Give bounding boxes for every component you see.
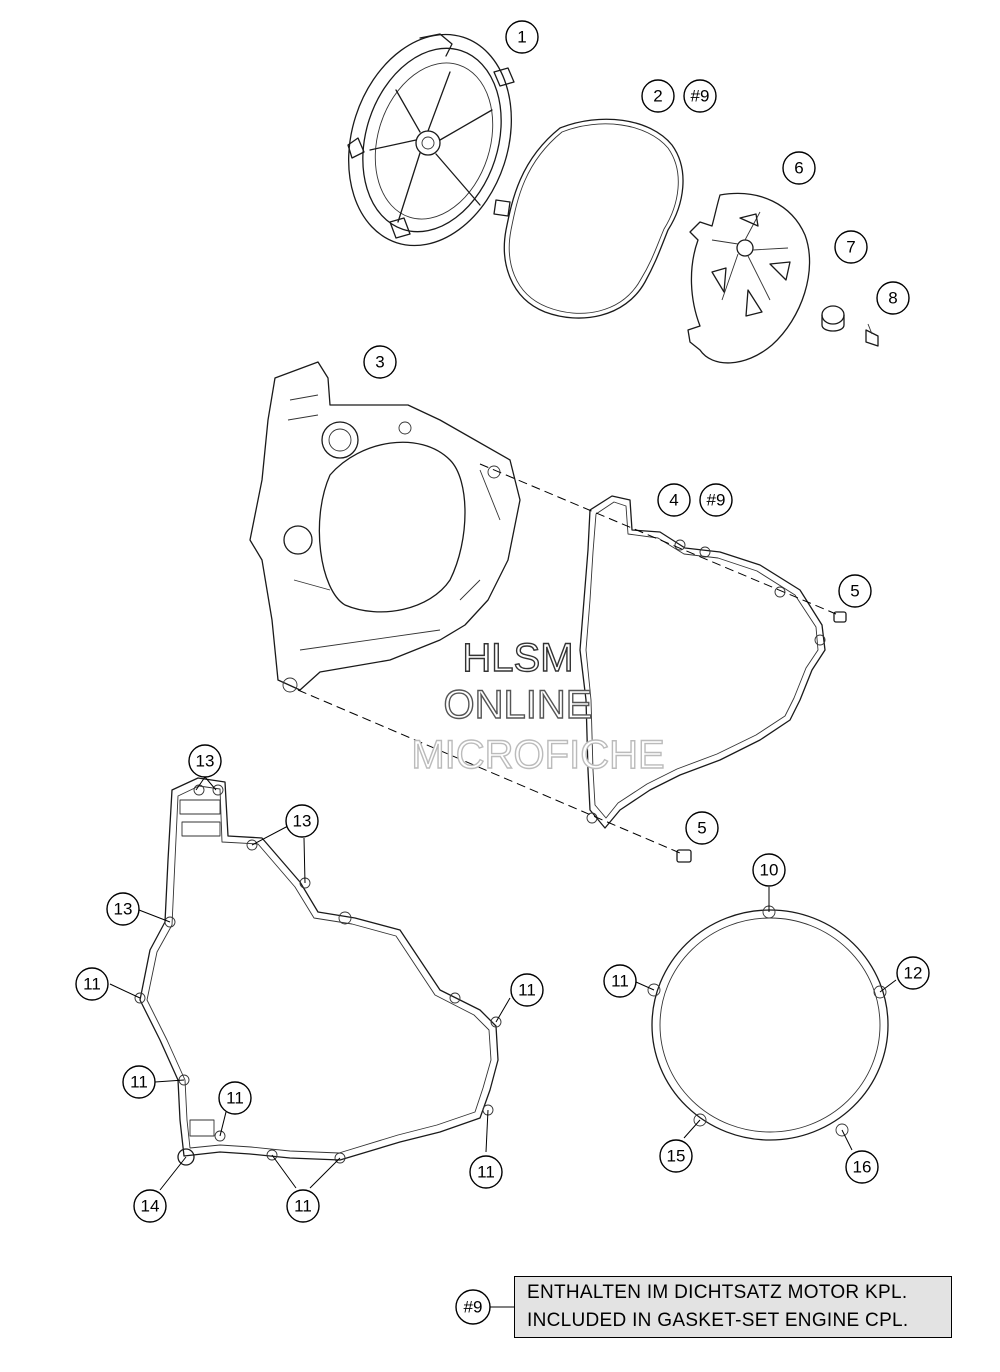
callout-13-left[interactable]: 13	[106, 892, 140, 926]
part-7-cap	[821, 305, 845, 332]
callout-11-bottom[interactable]: 11	[286, 1189, 320, 1223]
watermark-line-1: HLSM	[462, 636, 573, 680]
large-gasket-outline	[134, 777, 502, 1166]
callout-13-mid[interactable]: 13	[285, 804, 319, 838]
callout-11-right-lower[interactable]: 11	[469, 1155, 503, 1189]
callout-12[interactable]: 12	[896, 956, 930, 990]
callout-11-right-upper-label: 11	[518, 981, 536, 1000]
callout-16-label: 16	[853, 1158, 872, 1177]
callout-5-lower-label: 5	[697, 819, 706, 838]
callout-11-inner-label: 11	[226, 1089, 244, 1108]
alignment-line-upper	[479, 463, 837, 615]
legend-line-german: ENTHALTEN IM DICHTSATZ MOTOR KPL.	[527, 1282, 908, 1303]
callout-6-label: 6	[794, 159, 803, 178]
watermark: HLSM ONLINE MICROFICHE	[411, 635, 666, 777]
part-4-gasket	[579, 495, 826, 829]
callout-11-ring[interactable]: 11	[603, 964, 637, 998]
legend-ref-callout[interactable]: #9	[455, 1289, 491, 1325]
part-2-o-ring	[503, 118, 684, 319]
callout-14[interactable]: 14	[133, 1189, 167, 1223]
callout-11-inner[interactable]: 11	[218, 1081, 252, 1115]
callout-11-left-lower[interactable]: 11	[122, 1065, 156, 1099]
callout-4[interactable]: 4	[657, 483, 691, 517]
callout-1[interactable]: 1	[505, 20, 539, 54]
callout-11-left-lower-label: 11	[130, 1073, 148, 1092]
ring-gasket-outline	[647, 905, 889, 1141]
legend-line-english: INCLUDED IN GASKET-SET ENGINE CPL.	[527, 1310, 909, 1331]
callout-16[interactable]: 16	[845, 1150, 879, 1184]
callout-11-right-upper[interactable]: 11	[510, 973, 544, 1007]
callout-11-right-lower-label: 11	[477, 1163, 495, 1182]
part-1-outer-clutch-cover	[347, 33, 515, 247]
callout-3-label: 3	[375, 353, 384, 372]
callout-7-label: 7	[846, 238, 855, 257]
callout-13-top[interactable]: 13	[188, 744, 222, 778]
callout-2-label: 2	[653, 87, 662, 106]
callout-4-label: 4	[669, 491, 678, 510]
callout-4-ref[interactable]: #9	[699, 483, 733, 517]
callout-10-label: 10	[760, 861, 779, 880]
part-8-screw	[865, 323, 879, 347]
callout-13-left-label: 13	[114, 900, 133, 919]
callout-8-label: 8	[888, 289, 897, 308]
callout-10[interactable]: 10	[752, 853, 786, 887]
legend-ref-label: #9	[464, 1298, 483, 1317]
callout-2-ref[interactable]: #9	[683, 79, 717, 113]
callout-6[interactable]: 6	[782, 151, 816, 185]
callout-14-label: 14	[141, 1197, 160, 1216]
callout-5-lower[interactable]: 5	[685, 811, 719, 845]
part-5-dowel-lower	[676, 849, 692, 863]
callout-1-label: 1	[517, 28, 526, 47]
callout-13-mid-label: 13	[293, 812, 312, 831]
part-5-dowel-upper	[833, 611, 847, 623]
callout-11-bottom-label: 11	[294, 1197, 312, 1216]
legend-box: ENTHALTEN IM DICHTSATZ MOTOR KPL. INCLUD…	[514, 1276, 952, 1338]
callout-4-ref-label: #9	[707, 491, 726, 510]
callout-2-ref-label: #9	[691, 87, 710, 106]
callout-7[interactable]: 7	[834, 230, 868, 264]
callout-8[interactable]: 8	[876, 281, 910, 315]
callout-15[interactable]: 15	[659, 1139, 693, 1173]
callout-2[interactable]: 2	[641, 79, 675, 113]
callout-15-label: 15	[667, 1147, 686, 1166]
callout-11-ring-label: 11	[611, 972, 629, 991]
watermark-line-3: MICROFICHE	[411, 733, 664, 777]
callout-3[interactable]: 3	[363, 345, 397, 379]
callout-5-upper[interactable]: 5	[838, 574, 872, 608]
callout-11-left-upper[interactable]: 11	[75, 967, 109, 1001]
callout-13-top-label: 13	[196, 752, 215, 771]
callout-11-left-upper-label: 11	[83, 975, 101, 994]
callout-5-upper-label: 5	[850, 582, 859, 601]
callout-12-label: 12	[904, 964, 923, 983]
leader-lines	[109, 776, 897, 1191]
part-6-protection-plate	[687, 192, 811, 364]
watermark-line-2: ONLINE	[444, 683, 593, 727]
